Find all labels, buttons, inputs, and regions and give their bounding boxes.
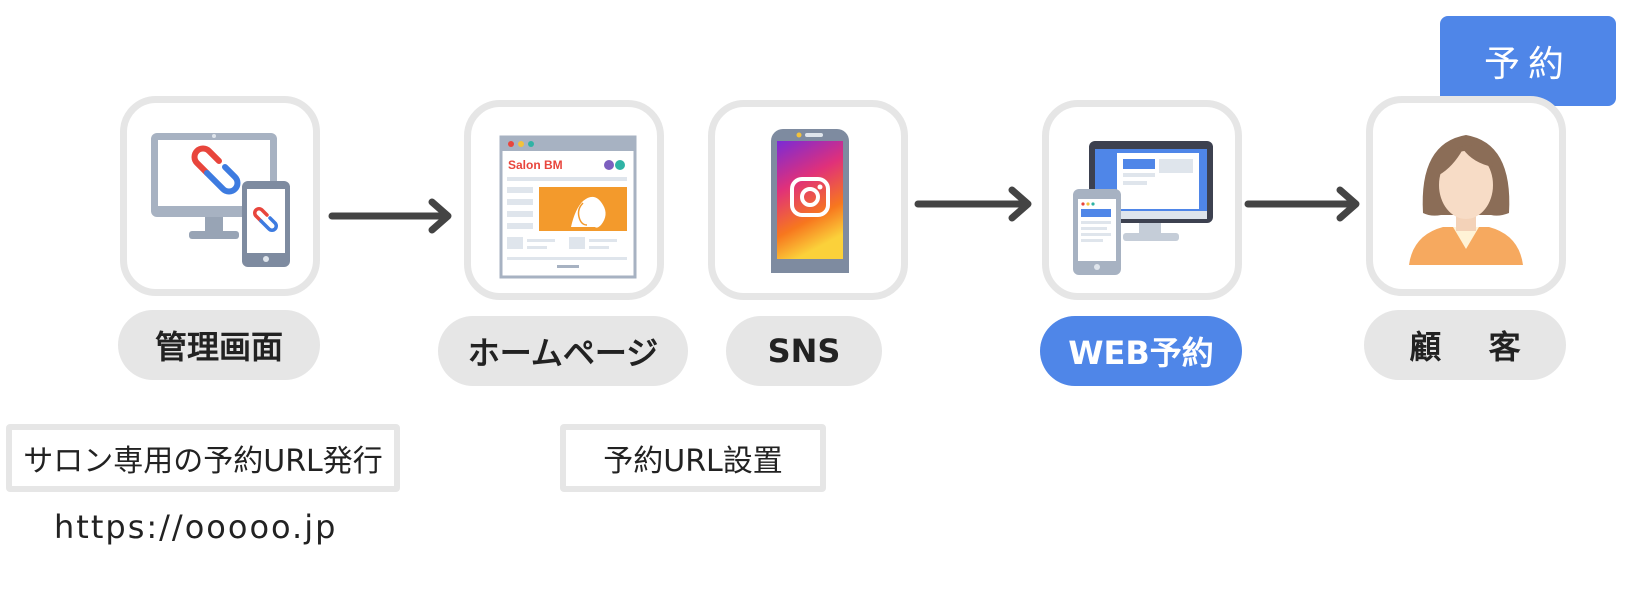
issue-url-text: https://ooooo.jp bbox=[54, 508, 338, 546]
instagram-icon bbox=[790, 177, 830, 217]
customer-card bbox=[1366, 96, 1566, 296]
homepage-browser-icon: Salon BM bbox=[499, 135, 637, 279]
arrow-admin-to-homepage bbox=[328, 198, 452, 234]
customer-avatar-icon bbox=[1409, 135, 1523, 265]
admin-label: 管理画面 bbox=[118, 310, 320, 380]
admin-card bbox=[120, 96, 320, 296]
arrow-web-to-customer bbox=[1244, 186, 1360, 222]
arrow-sns-to-web bbox=[914, 186, 1032, 222]
customer-label: 顧 客 bbox=[1364, 310, 1566, 380]
sns-label: SNS bbox=[726, 316, 882, 386]
setup-url-note: 予約URL設置 bbox=[560, 424, 826, 492]
admin-devices-icon bbox=[151, 133, 290, 267]
sns-card bbox=[708, 100, 908, 300]
web-card bbox=[1042, 100, 1242, 300]
homepage-label: ホームページ bbox=[438, 316, 688, 386]
issue-url-note: サロン専用の予約URL発行 bbox=[6, 424, 400, 492]
logo-icon bbox=[191, 145, 241, 195]
web-devices-icon bbox=[1073, 141, 1213, 275]
reservation-bubble: 予約 bbox=[1440, 16, 1616, 106]
homepage-site-name: Salon BM bbox=[508, 158, 563, 172]
web-label: WEB予約 bbox=[1040, 316, 1242, 386]
homepage-card: Salon BM bbox=[464, 100, 664, 300]
sns-phone-icon bbox=[771, 129, 849, 273]
